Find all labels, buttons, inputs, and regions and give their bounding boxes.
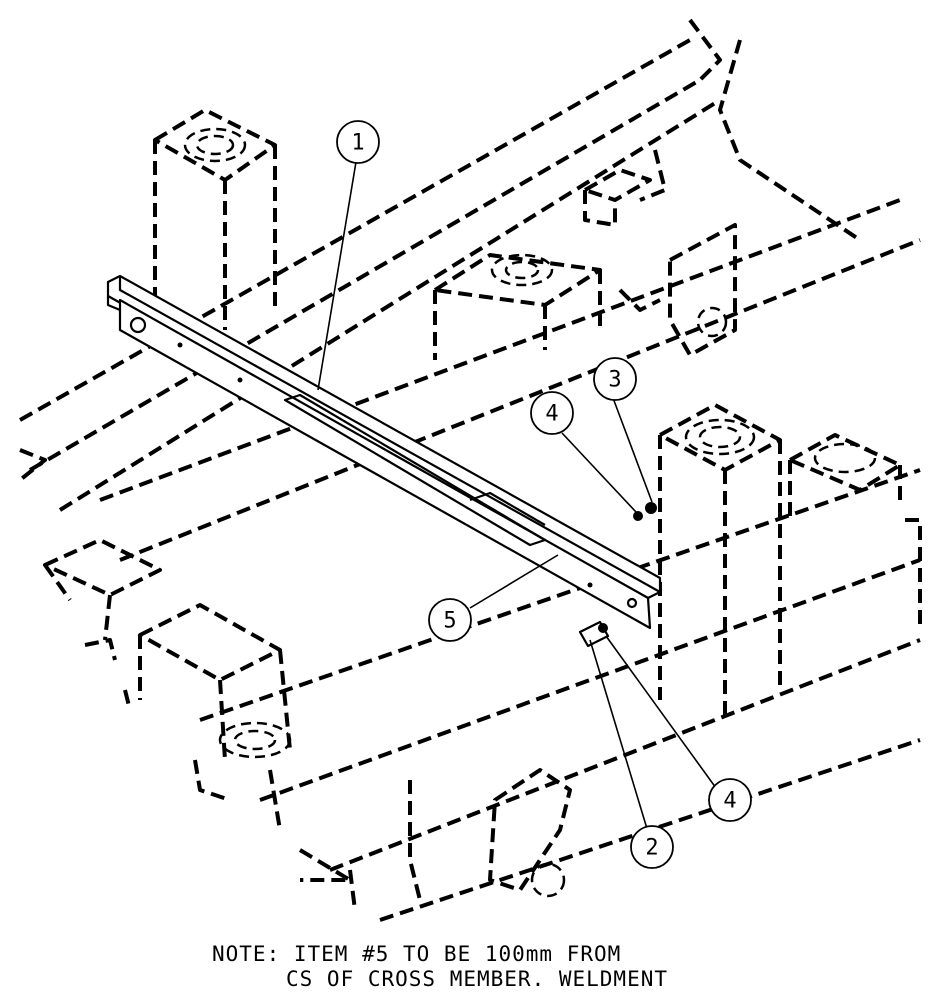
balloon-4-lower: 4 [708, 778, 752, 822]
note-line-1: NOTE: ITEM #5 TO BE 100mm FROM [212, 942, 622, 966]
frame-phantom [18, 18, 922, 922]
balloon-4-lower-label: 4 [723, 789, 736, 814]
cross-member-item-1 [106, 274, 662, 630]
hardware [578, 502, 657, 648]
balloon-2: 2 [630, 825, 674, 869]
balloon-4-upper-label: 4 [545, 402, 558, 427]
balloon-3: 3 [593, 357, 637, 401]
nut-item-3 [645, 502, 657, 514]
washer-item-4-upper [633, 511, 643, 521]
balloon-4-upper: 4 [530, 391, 574, 435]
balloon-1-label: 1 [351, 131, 364, 156]
leader-lines [317, 161, 717, 833]
balloon-2-label: 2 [645, 836, 658, 861]
balloon-5: 5 [428, 598, 472, 642]
balloon-5-label: 5 [443, 609, 456, 634]
washer-item-4-lower [598, 623, 608, 633]
balloon-1: 1 [336, 120, 380, 164]
note-line-2: CS OF CROSS MEMBER. WELDMENT [286, 967, 669, 991]
balloon-3-label: 3 [608, 368, 621, 393]
